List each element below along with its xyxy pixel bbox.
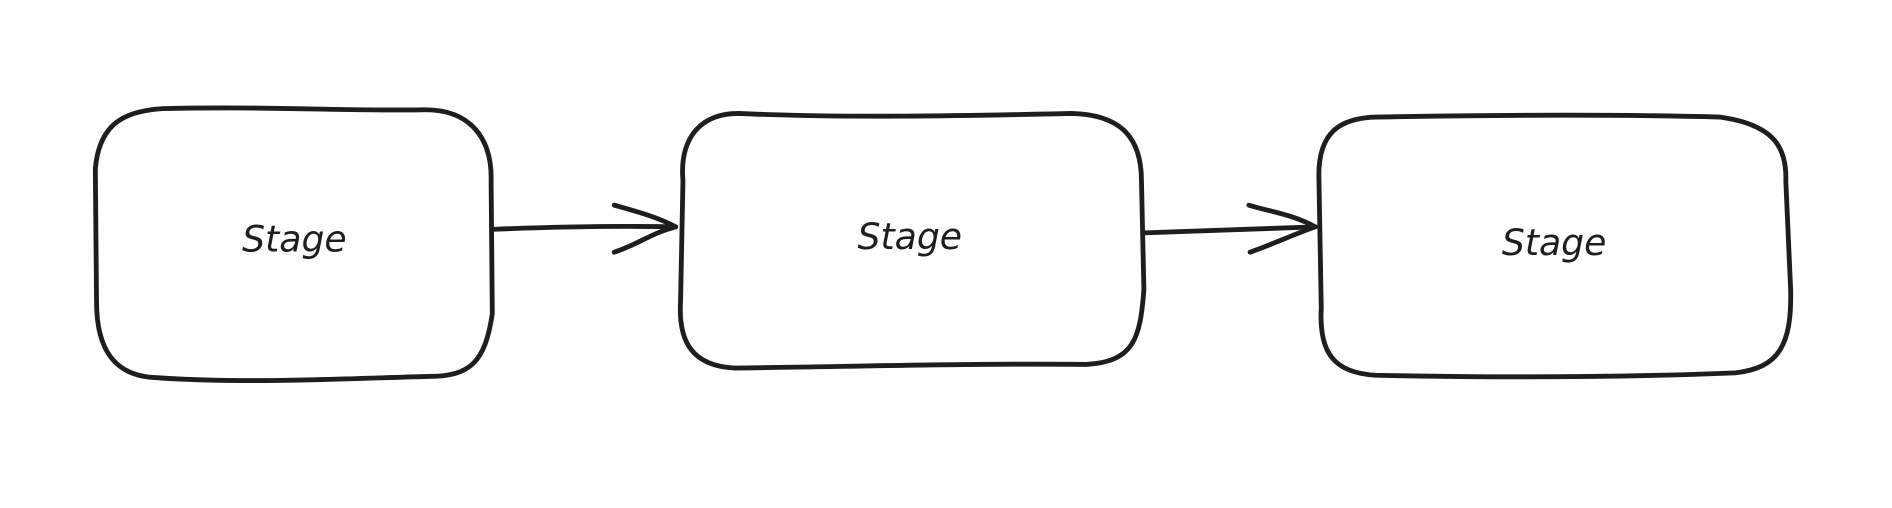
arrow-line bbox=[1141, 224, 1318, 236]
arrowhead-icon bbox=[1246, 202, 1318, 255]
stage-label: Stage bbox=[242, 217, 347, 260]
arrow-stage-1-to-2[interactable] bbox=[492, 202, 679, 255]
stage-box bbox=[677, 111, 1147, 371]
stage-label: Stage bbox=[858, 215, 963, 258]
arrow-stage-2-to-3[interactable] bbox=[1141, 202, 1318, 255]
stage-box bbox=[1316, 112, 1794, 380]
arrowhead-icon bbox=[611, 202, 679, 255]
stage-node-3[interactable]: Stage bbox=[1316, 112, 1794, 380]
stage-node-1[interactable]: Stage bbox=[92, 105, 495, 384]
stage-box bbox=[92, 105, 495, 384]
arrow-line bbox=[492, 223, 679, 232]
stage-node-2[interactable]: Stage bbox=[677, 111, 1147, 371]
stage-label: Stage bbox=[1502, 221, 1607, 264]
